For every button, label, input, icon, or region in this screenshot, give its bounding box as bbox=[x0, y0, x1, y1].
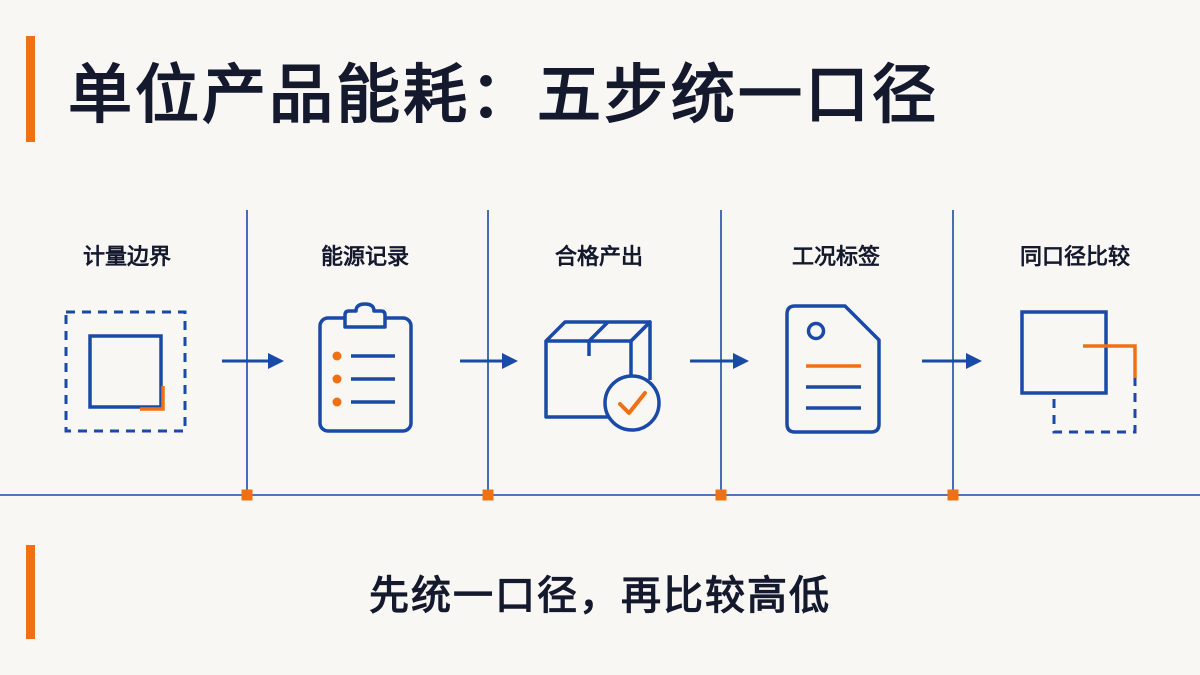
arrow-right-icon bbox=[460, 353, 518, 369]
divider-4 bbox=[947, 210, 959, 501]
divider-2 bbox=[482, 210, 494, 501]
arrow-right-icon bbox=[922, 353, 982, 369]
step-label-same-basis-compare: 同口径比较 bbox=[1019, 245, 1130, 270]
divider-1 bbox=[241, 210, 253, 501]
title-accent-bar bbox=[26, 36, 35, 142]
timeline-marker bbox=[482, 489, 494, 501]
footer-accent-bar bbox=[26, 545, 35, 639]
timeline-marker bbox=[715, 489, 727, 501]
arrow-right-icon bbox=[222, 353, 284, 369]
arrow-right-icon bbox=[690, 353, 749, 369]
box-check-icon bbox=[544, 320, 661, 432]
step-label-energy-records: 能源记录 bbox=[320, 245, 409, 270]
compare-squares-icon bbox=[1020, 310, 1137, 434]
boundary-icon bbox=[64, 310, 187, 433]
timeline-marker bbox=[241, 489, 253, 501]
timeline-marker bbox=[947, 489, 959, 501]
step-label-measurement-boundary: 计量边界 bbox=[82, 245, 171, 270]
clipboard-icon bbox=[318, 302, 413, 433]
tag-icon bbox=[785, 304, 881, 434]
divider-3 bbox=[715, 210, 727, 501]
page-title: 单位产品能耗：五步统一口径 bbox=[68, 59, 939, 133]
step-label-qualified-output: 合格产出 bbox=[554, 245, 643, 270]
step-label-operating-tag: 工况标签 bbox=[791, 245, 880, 270]
footer-conclusion: 先统一口径，再比较高低 bbox=[369, 573, 831, 619]
